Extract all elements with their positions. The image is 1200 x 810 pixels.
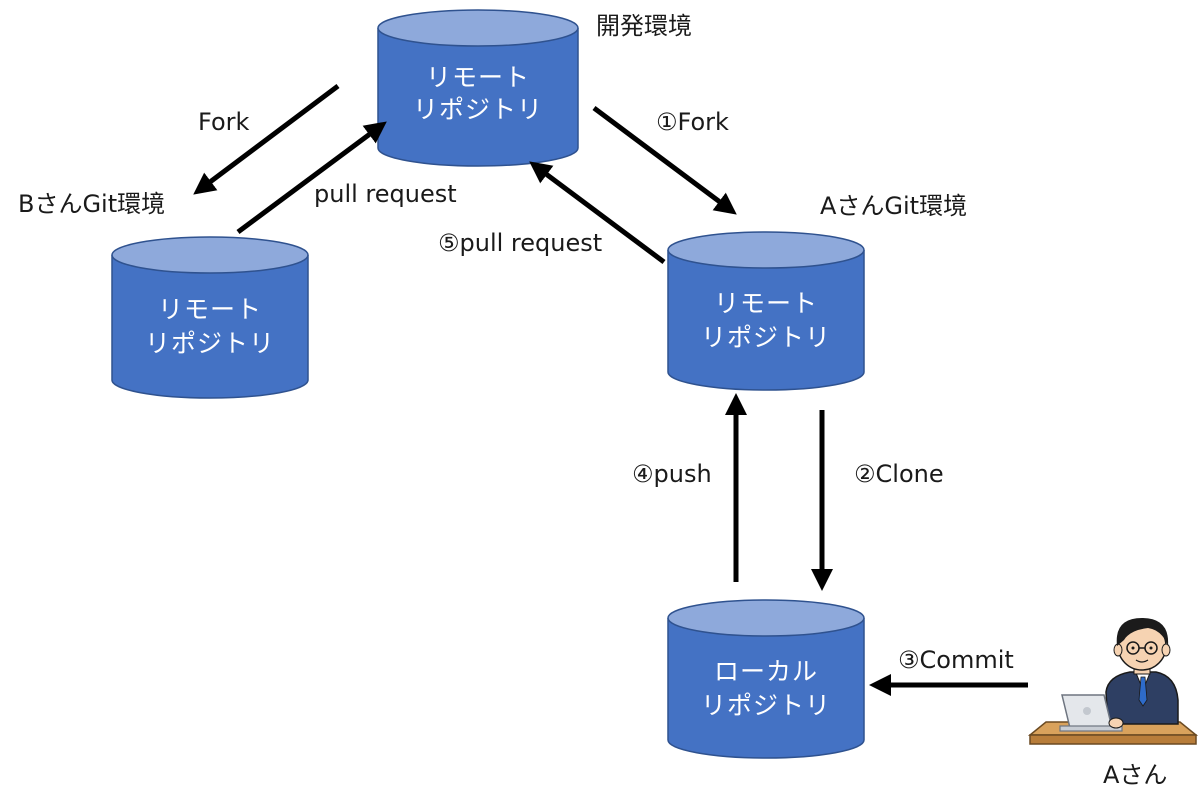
fork-b-label: Fork (198, 108, 250, 136)
dev-remote-label-line1: リモート (426, 63, 530, 92)
dev-remote-label-line2: リポジトリ (413, 95, 543, 124)
dev-remote-repository: リモート リポジトリ (377, 9, 579, 167)
a-local-repository: ローカル リポジトリ (667, 599, 865, 759)
a-remote-label-line2: リポジトリ (701, 323, 831, 352)
fork-a-label: ①Fork (656, 108, 729, 136)
fork-to-b-arrow (193, 84, 340, 195)
person-label: Aさん (1103, 761, 1167, 789)
a-local-label-line2: リポジトリ (701, 691, 831, 720)
commit-label: ③Commit (898, 646, 1014, 674)
b-remote-label-line1: リモート (158, 295, 262, 324)
person-at-laptop-illustration (1027, 618, 1199, 745)
pull-request-a-label: ⑤pull request (438, 229, 602, 257)
b-environment-label: BさんGit環境 (18, 190, 165, 218)
pull-request-from-b-arrow (236, 121, 387, 235)
dev-environment-label: 開発環境 (596, 12, 692, 40)
pull-request-from-a-arrow (529, 161, 666, 265)
fork-to-a-arrow (592, 105, 737, 215)
b-remote-repository: リモート リポジトリ (111, 236, 309, 399)
a-environment-label: AさんGit環境 (820, 192, 967, 220)
a-remote-label-line1: リモート (714, 289, 818, 318)
pull-request-b-label: pull request (314, 180, 457, 208)
push-label: ④push (632, 460, 712, 488)
a-remote-repository: リモート リポジトリ (667, 231, 865, 391)
a-local-label-line1: ローカル (714, 657, 818, 686)
clone-label: ②Clone (854, 460, 944, 488)
b-remote-label-line2: リポジトリ (145, 329, 275, 358)
